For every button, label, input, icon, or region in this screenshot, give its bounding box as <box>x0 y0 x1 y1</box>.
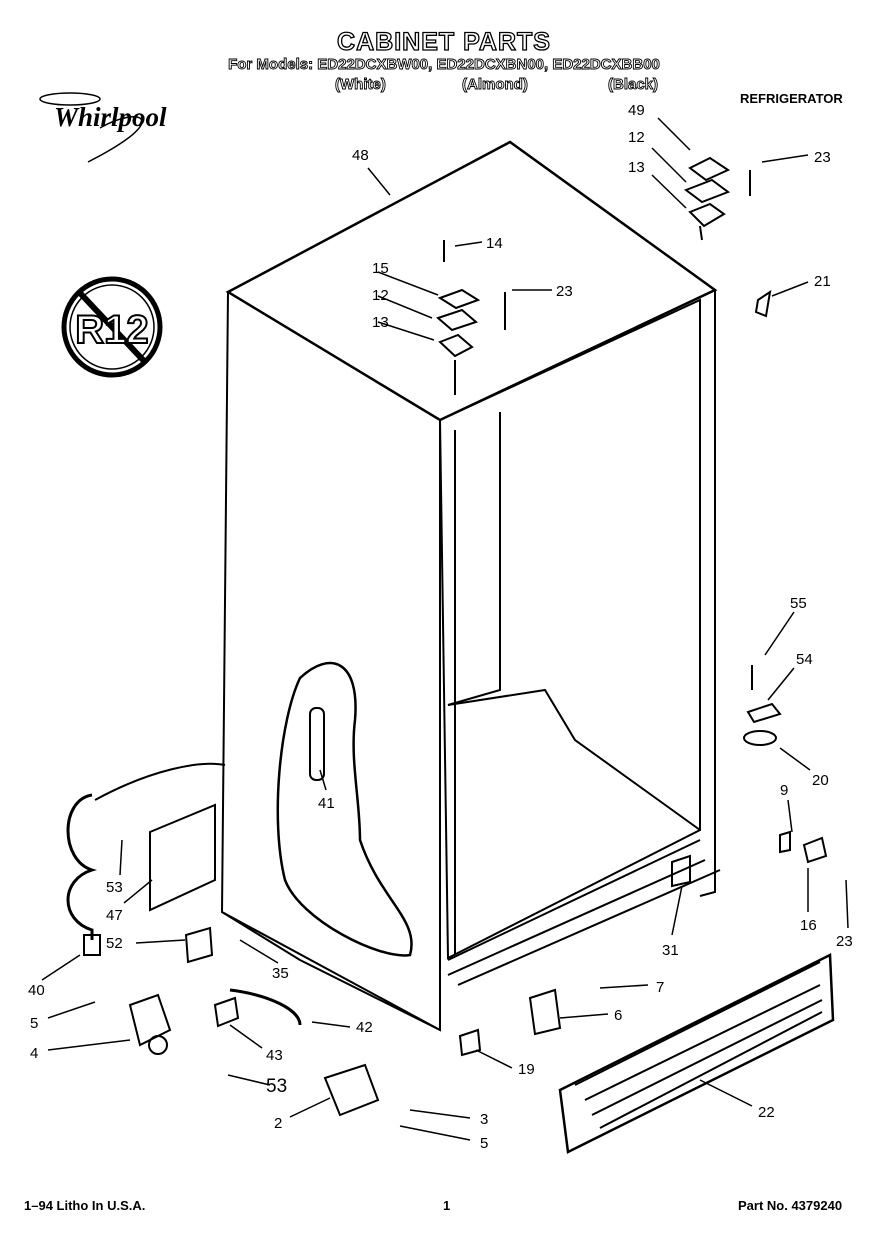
callout-labels: 48 49 12 23 13 14 15 12 23 13 21 55 54 2… <box>28 102 853 1152</box>
callout-53a: 53 <box>106 879 123 896</box>
callout-4: 4 <box>30 1045 38 1062</box>
callout-47: 47 <box>106 907 123 924</box>
callout-22: 22 <box>758 1104 775 1121</box>
part-31 <box>671 854 691 888</box>
roller-4 <box>128 993 172 1047</box>
callout-43: 43 <box>266 1047 283 1064</box>
callout-16: 16 <box>800 917 817 934</box>
callout-2: 2 <box>274 1115 282 1132</box>
part-52 <box>184 926 214 964</box>
callout-5a: 5 <box>30 1015 38 1032</box>
footer-part-number: Part No. 4379240 <box>738 1198 843 1213</box>
leader-lines <box>41 117 849 1141</box>
callout-7: 7 <box>656 979 664 996</box>
no-r12-badge <box>61 276 163 378</box>
callout-23c: 23 <box>836 933 853 950</box>
base-grille-22 <box>558 953 835 1154</box>
callout-15: 15 <box>372 260 389 277</box>
power-cord-40 <box>66 793 98 940</box>
tube-42 <box>229 988 302 1026</box>
part-20 <box>743 730 777 746</box>
part-19 <box>458 1028 482 1057</box>
variant-white: (White) <box>335 76 387 94</box>
callout-3: 3 <box>480 1111 488 1128</box>
callout-14: 14 <box>486 235 503 252</box>
badge-r12-text: R12 <box>75 308 148 352</box>
callout-52: 52 <box>106 935 123 952</box>
logo-swoosh-tail <box>87 116 143 163</box>
callout-40: 40 <box>28 982 45 999</box>
clip-43 <box>213 996 240 1028</box>
logo-swoosh <box>39 92 101 106</box>
callout-55: 55 <box>790 595 807 612</box>
part-6 <box>528 988 562 1036</box>
callout-12a: 12 <box>628 129 645 146</box>
callout-31: 31 <box>662 942 679 959</box>
page-title: CABINET PARTS <box>336 27 551 56</box>
callout-19: 19 <box>518 1061 535 1078</box>
callout-35: 35 <box>272 965 289 982</box>
cabinet <box>220 140 721 1032</box>
top-hinge-assembly <box>436 240 506 395</box>
variant-almond: (Almond) <box>462 76 529 94</box>
callout-21: 21 <box>814 273 831 290</box>
callout-6: 6 <box>614 1007 622 1024</box>
variant-black: (Black) <box>608 76 659 94</box>
roller-wheel <box>148 1035 168 1055</box>
footer-page-number: 1 <box>443 1198 451 1213</box>
callout-12b: 12 <box>372 287 389 304</box>
callout-13b: 13 <box>372 314 389 331</box>
callout-48: 48 <box>352 147 369 164</box>
callout-53b: 53 <box>266 1076 287 1097</box>
roller-2 <box>323 1063 380 1117</box>
callout-23b: 23 <box>556 283 573 300</box>
part-16 <box>802 836 828 864</box>
category-label: REFRIGERATOR <box>740 91 843 106</box>
callout-54: 54 <box>796 651 813 668</box>
footer-litho: 1–94 Litho In U.S.A. <box>24 1198 146 1213</box>
spring-part <box>309 707 325 781</box>
callout-9: 9 <box>780 782 788 799</box>
callout-20: 20 <box>812 772 829 789</box>
callout-42: 42 <box>356 1019 373 1036</box>
callout-49: 49 <box>628 102 645 119</box>
part-21 <box>754 289 772 318</box>
plug-40 <box>83 934 101 956</box>
part-54 <box>746 702 782 724</box>
part-47-bracket <box>149 803 216 912</box>
callout-13a: 13 <box>628 159 645 176</box>
models-line: For Models: ED22DCXBW00, ED22DCXBN00, ED… <box>228 56 661 74</box>
upper-right-hinge-assembly <box>683 156 751 241</box>
callout-41: 41 <box>318 795 335 812</box>
brand-logo: Whirlpool <box>54 102 167 132</box>
part-9 <box>779 830 791 854</box>
callout-5b: 5 <box>480 1135 488 1152</box>
callout-23a: 23 <box>814 149 831 166</box>
cord-wire <box>94 762 226 801</box>
cabinet-cutaway <box>276 661 413 957</box>
